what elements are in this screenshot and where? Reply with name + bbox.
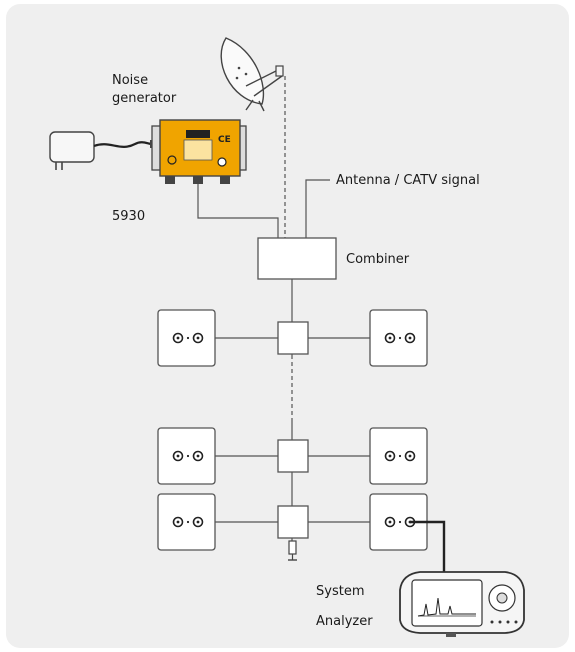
antenna-input-line: [305, 179, 330, 238]
splitter-icon: [277, 439, 309, 473]
ce-mark: CE: [218, 135, 231, 145]
noise-generator-label-line2: generator: [112, 91, 177, 106]
wall-outlet-icon: [369, 427, 428, 485]
antenna-signal-label: Antenna / CATV signal: [336, 173, 480, 188]
system-analyzer-icon: [399, 571, 525, 637]
system-analyzer-label-line1: System: [316, 584, 364, 599]
satellite-dish-icon: [220, 37, 284, 112]
model-number-label: 5930: [112, 209, 145, 224]
combiner-box: [257, 237, 337, 280]
wall-outlet-icon: [157, 427, 216, 485]
noise-generator-icon: CE: [151, 119, 247, 184]
power-adapter-icon: [49, 131, 158, 170]
wall-outlet-icon: [157, 309, 216, 367]
wall-outlet-icon: [157, 493, 216, 551]
system-analyzer-label-line2: Analyzer: [316, 614, 373, 629]
combiner-label: Combiner: [346, 252, 410, 267]
wall-outlet-icon: [369, 309, 428, 367]
generator-cable: [197, 184, 279, 238]
analyzer-cable: [410, 520, 446, 572]
splitter-icon: [277, 505, 309, 539]
noise-generator-label-line1: Noise: [112, 73, 148, 88]
splitter-icon: [277, 321, 309, 355]
terminator-icon: [288, 540, 297, 561]
